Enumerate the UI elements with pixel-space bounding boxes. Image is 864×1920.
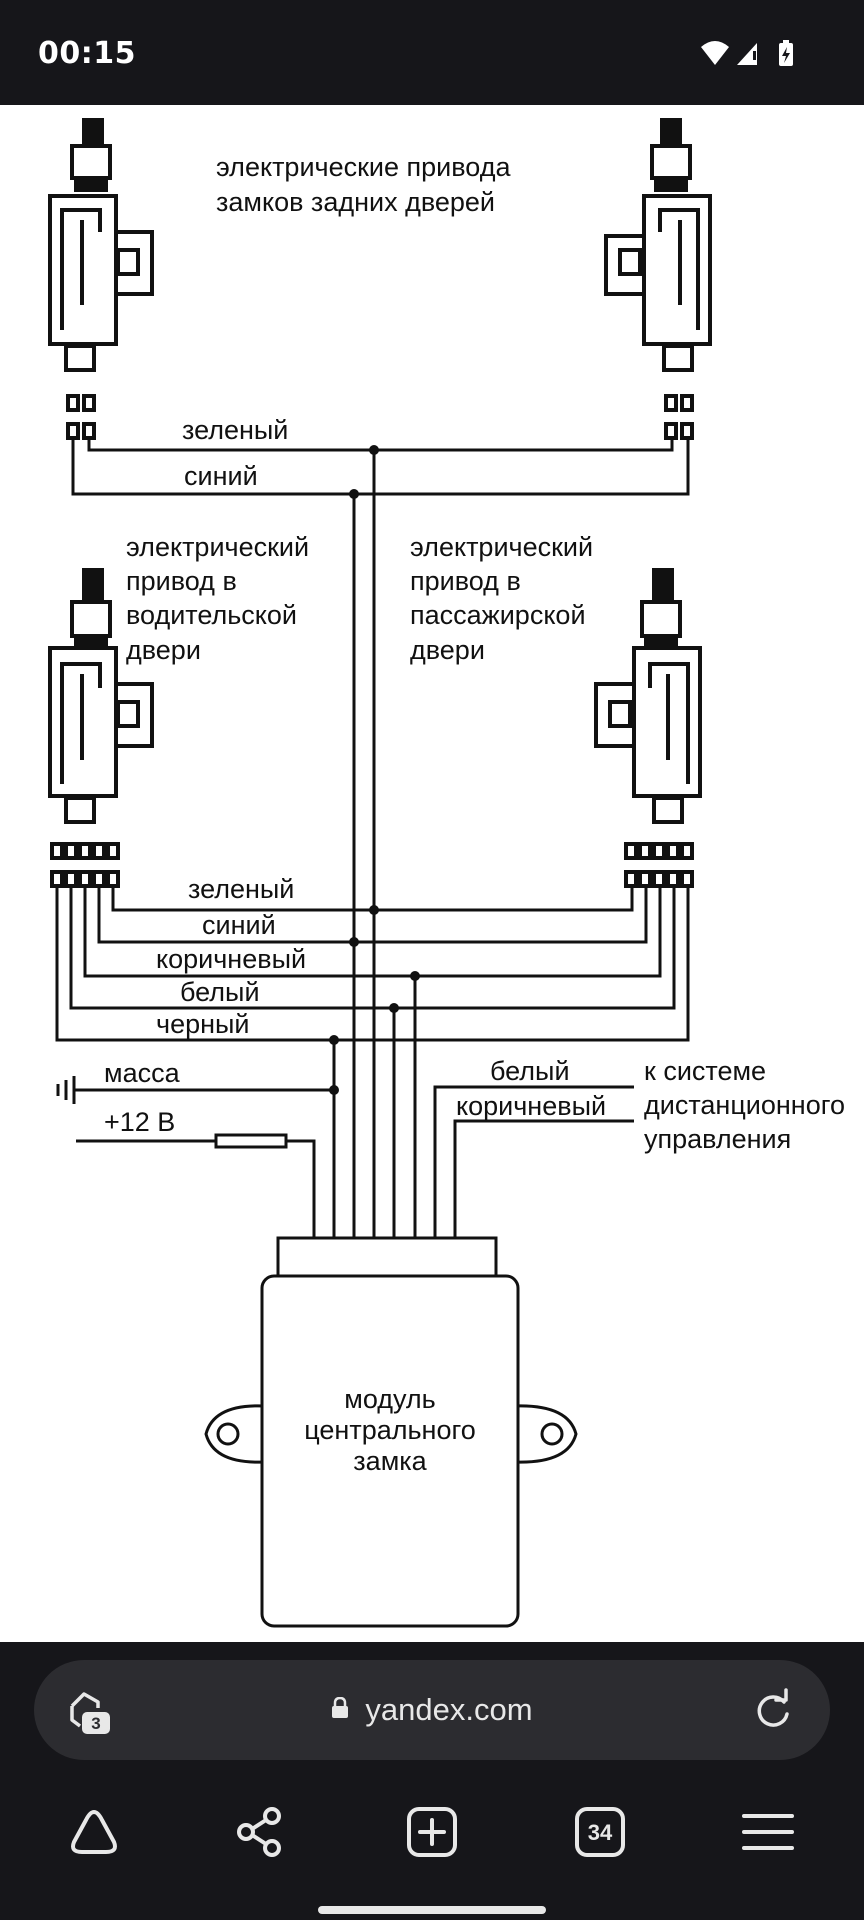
module-label-line2: центрального xyxy=(304,1415,476,1445)
home-indicator[interactable] xyxy=(318,1906,546,1914)
lock-icon xyxy=(331,1696,349,1724)
junction-dots xyxy=(329,445,420,1095)
signal-exclaim xyxy=(753,51,756,60)
status-bar: 00:15 xyxy=(0,0,864,105)
url-text[interactable]: yandex.com xyxy=(365,1692,533,1727)
passenger-door-label-line4: двери xyxy=(410,635,485,665)
browser-bottom-panel: 3 yandex.com xyxy=(0,1642,864,1920)
status-time: 00:15 xyxy=(38,36,136,71)
module-label-line1: модуль xyxy=(344,1384,435,1414)
driver-door-label-line4: двери xyxy=(126,635,201,665)
wire-label-white: белый xyxy=(180,977,260,1007)
signal-icon xyxy=(737,43,757,65)
tabs-badge-count: 3 xyxy=(91,1714,100,1733)
status-icons xyxy=(701,40,793,66)
passenger-door-label-line2: привод в xyxy=(410,566,521,596)
driver-door-label-line2: привод в xyxy=(126,566,237,596)
wires xyxy=(55,438,690,1238)
remote-wire-label-white: белый xyxy=(490,1056,570,1086)
remote-system-label-line1: к системе xyxy=(644,1056,766,1086)
rear-doors-label-line1: электрические привода xyxy=(216,152,511,182)
remote-system-label-line2: дистанционного xyxy=(644,1090,845,1120)
wire-label-blue-top: синий xyxy=(184,461,258,491)
reload-button[interactable] xyxy=(746,1684,800,1738)
diagram-labels: электрические привода замков задних двер… xyxy=(104,152,845,1476)
remote-system-label-line3: управления xyxy=(644,1124,791,1154)
alice-button[interactable] xyxy=(54,1792,134,1872)
battery-charging-icon xyxy=(779,40,793,66)
reload-icon xyxy=(757,1688,789,1727)
rear-doors-label-line2: замков задних дверей xyxy=(216,187,495,217)
web-content[interactable]: электрические привода замков задних двер… xyxy=(0,105,864,1642)
wire-label-black: черный xyxy=(156,1009,250,1039)
wire-label-green-top: зеленый xyxy=(182,415,288,445)
alice-icon xyxy=(71,1810,117,1854)
menu-icon xyxy=(742,1814,794,1850)
wire-label-brown: коричневый xyxy=(156,944,306,974)
menu-button[interactable] xyxy=(728,1792,808,1872)
module-label-line3: замка xyxy=(353,1446,427,1476)
central-lock-module xyxy=(204,1236,578,1628)
wire-label-green: зеленый xyxy=(188,874,294,904)
actuator-rear-right xyxy=(604,118,712,440)
passenger-door-label-line3: пассажирской xyxy=(410,600,586,630)
wiring-diagram: электрические привода замков задних двер… xyxy=(48,118,845,1628)
actuator-driver-door xyxy=(48,568,154,888)
wire-label-blue: синий xyxy=(202,910,276,940)
new-tab-button[interactable] xyxy=(392,1792,472,1872)
bottom-navigation: 34 xyxy=(0,1792,864,1872)
remote-wire-label-brown: коричневый xyxy=(456,1091,606,1121)
driver-door-label-line3: водительской xyxy=(126,600,297,630)
actuator-rear-left xyxy=(48,118,154,440)
tabs-counter-value: 34 xyxy=(588,1820,613,1845)
actuator-passenger-door xyxy=(594,568,702,888)
tabs-counter-button[interactable]: 34 xyxy=(560,1792,640,1872)
share-icon xyxy=(237,1807,281,1857)
wifi-icon xyxy=(701,41,729,65)
ground-label: масса xyxy=(104,1058,181,1088)
url-bar[interactable]: 3 yandex.com xyxy=(34,1660,830,1760)
share-button[interactable] xyxy=(220,1792,300,1872)
power-label: +12 В xyxy=(104,1107,175,1137)
fuse xyxy=(214,1133,288,1149)
passenger-door-label-line1: электрический xyxy=(410,532,593,562)
new-tab-icon xyxy=(407,1807,457,1857)
driver-door-label-line1: электрический xyxy=(126,532,309,562)
tabs-counter-icon: 34 xyxy=(575,1807,625,1857)
tabs-button[interactable]: 3 xyxy=(64,1684,118,1738)
tabs-icon: 3 xyxy=(70,1692,110,1734)
